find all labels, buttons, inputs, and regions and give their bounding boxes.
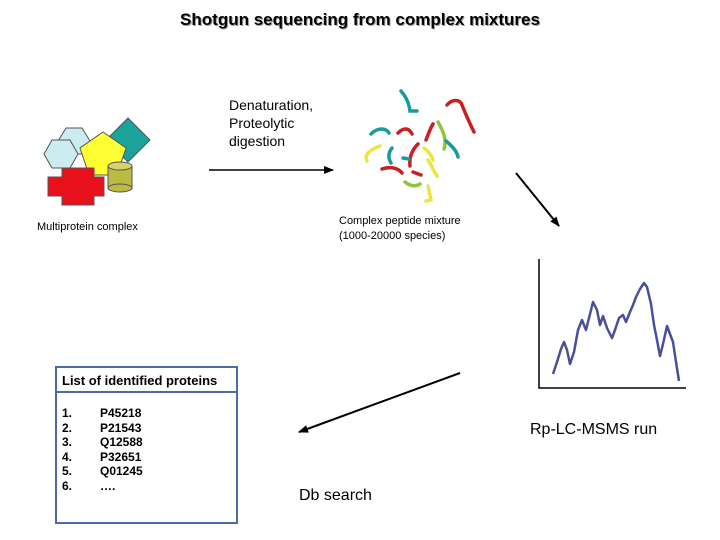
olive-cylinder-shape [107, 161, 133, 193]
to-lc-arrow [515, 172, 560, 227]
list-item: 4. P32651 [57, 450, 143, 465]
item-number: 5. [62, 464, 73, 478]
item-number: 4. [62, 449, 73, 464]
db-search-label: Db search [299, 487, 372, 504]
diagram-title: Shotgun sequencing from complex mixtures [180, 10, 540, 29]
chromatogram-trace [551, 281, 681, 382]
protein-id: Q01245 [100, 464, 143, 478]
light-blue-hexagon-shape-2 [43, 139, 79, 169]
chromatogram-icon [538, 259, 686, 389]
item-number: 6. [62, 478, 73, 493]
denaturation-line-2: Proteolytic [229, 115, 295, 131]
peptide-fragments-icon [364, 89, 476, 203]
protein-id: …. [100, 478, 116, 493]
chromatogram-axes [538, 259, 686, 389]
item-number: 2. [62, 420, 73, 435]
protein-list: 1. P45218 2. P21543 3. Q12588 4. P32651 5. Q0… [57, 406, 143, 493]
denaturation-step-label: Denaturation, Proteolytic digestion [229, 96, 313, 150]
list-item: 2. P21543 [57, 421, 143, 436]
item-number: 3. [62, 435, 73, 449]
peptide-mixture-line-2: (1000-20000 species) [339, 230, 446, 242]
peptide-mixture-label: Complex peptide mixture (1000-20000 spec… [339, 214, 461, 244]
multiprotein-complex-label: Multiprotein complex [37, 221, 138, 233]
list-item: 1. P45218 [57, 406, 143, 421]
protein-id: Q12588 [100, 435, 143, 449]
rp-lc-msms-label: Rp-LC-MSMS run [530, 421, 658, 438]
protein-list-header: List of identified proteins [57, 368, 236, 393]
protein-list-box: List of identified proteins 1. P45218 2. P… [55, 366, 238, 524]
red-cross-shape [47, 167, 105, 206]
denaturation-line-1: Denaturation, [229, 97, 314, 113]
list-item: 5. Q01245 [57, 464, 143, 479]
peptide-mixture-line-1: Complex peptide mixture [339, 215, 461, 227]
protein-id: P32651 [100, 449, 142, 464]
denaturation-line-3: digestion [229, 133, 286, 149]
protein-id: P45218 [100, 406, 142, 420]
multiprotein-complex-icon [43, 117, 151, 206]
to-db-arrow [298, 372, 461, 433]
list-item: 6. …. [57, 479, 143, 494]
item-number: 1. [62, 406, 73, 420]
protein-id: P21543 [100, 420, 142, 435]
list-item: 3. Q12588 [57, 435, 143, 450]
